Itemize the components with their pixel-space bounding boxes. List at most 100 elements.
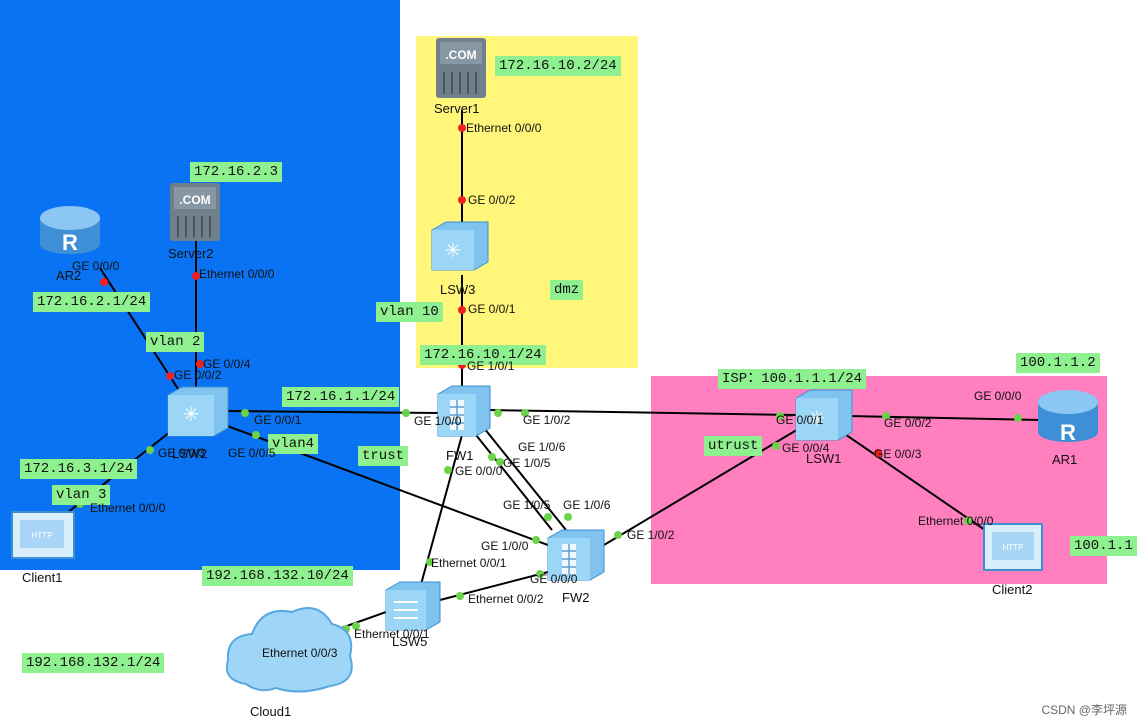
port-label: GE 1/0/6	[563, 498, 611, 512]
server2-badge: .COM	[179, 193, 210, 207]
port-dot	[874, 449, 882, 457]
link-ar2-lsw2	[99, 267, 181, 393]
untrust-zone-label: utrust	[704, 436, 763, 456]
fw1-trust-ip: 172.16.1.1/24	[282, 387, 400, 407]
client2-badge: HTTP	[1003, 543, 1024, 552]
lsw3-label: LSW3	[440, 282, 476, 297]
link-fw1-fw2-b	[483, 427, 567, 531]
svg-text:✳: ✳	[809, 406, 826, 430]
firewall-icon	[437, 385, 491, 437]
link-fw1-fw2-a	[471, 429, 553, 531]
svg-text:R: R	[1060, 420, 1076, 445]
port-label: GE 1/0/0	[414, 414, 462, 428]
port-dot	[521, 409, 529, 417]
port-label: GE 0/0/0	[974, 389, 1022, 403]
server2-label: Server2	[168, 246, 214, 261]
port-label: GE 1/0/2	[627, 528, 675, 542]
cloud-icon	[225, 607, 353, 693]
server-icon: .COM	[436, 38, 486, 98]
fw1-dmz-ip: 172.16.10.1/24	[420, 345, 546, 365]
switch-icon: ✳	[795, 389, 853, 441]
switch-icon: ✳	[431, 221, 489, 271]
client-icon: HTTP	[11, 511, 75, 559]
fw1-label: FW1	[446, 448, 474, 463]
vlan10-label: vlan 10	[376, 302, 443, 322]
port-dot	[146, 446, 154, 454]
watermark: CSDN @李坪源	[1041, 703, 1127, 717]
port-dot	[458, 124, 466, 132]
router-icon: R	[40, 206, 100, 255]
port-dot	[166, 372, 174, 380]
port-label: Ethernet 0/0/0	[199, 267, 275, 281]
link-lsw1-client2	[835, 427, 986, 531]
port-label: GE 0/0/5	[228, 446, 276, 460]
dmz-zone-label: dmz	[550, 280, 584, 300]
port-label: Ethernet 0/0/0	[466, 121, 542, 135]
client1-label: Client1	[22, 570, 63, 585]
port-dot	[196, 360, 204, 368]
svg-text:✳: ✳	[183, 402, 200, 426]
port-dot	[426, 558, 434, 566]
mgmt-fw-ip: 192.168.132.10/24	[202, 566, 353, 586]
switch-icon	[385, 581, 441, 631]
client2-label: Client2	[992, 582, 1033, 597]
port-dot	[488, 453, 496, 461]
port-label: GE 0/0/0	[530, 572, 578, 586]
server1-badge: .COM	[445, 48, 476, 62]
port-dot	[1014, 414, 1022, 422]
lsw5-label: LSW5	[392, 634, 428, 649]
port-label: Ethernet 0/0/0	[90, 501, 166, 515]
port-label: GE 1/0/2	[523, 413, 571, 427]
port-dot	[882, 412, 890, 420]
port-dot	[564, 513, 572, 521]
mgmt-cloud-ip: 192.168.132.1/24	[22, 653, 165, 673]
switch-icon: ✳	[167, 386, 229, 437]
port-label: Ethernet 0/0/3	[262, 646, 338, 660]
lsw1-label: LSW1	[806, 451, 842, 466]
port-dot	[536, 570, 544, 578]
port-dot	[614, 531, 622, 539]
port-label: GE 0/0/0	[455, 464, 503, 478]
router-icon: R	[1038, 390, 1098, 445]
server1-label: Server1	[434, 101, 480, 116]
port-dot	[241, 409, 249, 417]
port-dot	[494, 409, 502, 417]
link-lsw1-ar1	[847, 415, 1041, 421]
port-dot	[544, 513, 552, 521]
ar1-ip: 100.1.1.2	[1016, 353, 1100, 373]
port-dot	[456, 592, 464, 600]
port-dot	[402, 409, 410, 417]
port-label: GE 0/0/2	[468, 193, 516, 207]
client-icon: HTTP	[983, 523, 1043, 571]
port-dot	[964, 517, 972, 525]
isp-ip: ISP：100.1.1.1/24	[718, 369, 867, 389]
vlan3-label: vlan 3	[52, 485, 111, 505]
client2-ip: 100.1.1	[1070, 536, 1137, 556]
port-dot	[100, 278, 108, 286]
vlan4-label: vlan4	[268, 434, 319, 454]
server-icon: .COM	[170, 183, 220, 241]
link-fw2-lsw1	[603, 427, 801, 546]
cloud1-label: Cloud1	[250, 704, 292, 719]
svg-text:✳: ✳	[445, 238, 462, 262]
ar1-label: AR1	[1052, 452, 1078, 467]
port-label: Ethernet 0/0/2	[468, 592, 544, 606]
port-dot	[496, 458, 504, 466]
ar2-ip: 172.16.2.1/24	[33, 292, 151, 312]
port-label: GE 0/0/3	[874, 447, 922, 461]
port-label: GE 1/0/5	[503, 456, 551, 470]
lsw2-label: LSW2	[172, 446, 208, 461]
port-label: GE 1/0/0	[481, 539, 529, 553]
firewall-icon	[547, 529, 605, 581]
port-label: GE 0/0/0	[72, 259, 120, 273]
link-fw1-lsw1	[485, 409, 797, 416]
port-label: GE 0/0/1	[254, 413, 302, 427]
port-dot	[252, 431, 260, 439]
port-label: GE 1/0/5	[503, 498, 551, 512]
port-label: GE 0/0/1	[776, 413, 824, 427]
port-dot	[458, 196, 466, 204]
port-dot	[352, 622, 360, 630]
port-dot	[192, 272, 200, 280]
vlan2-label: vlan 2	[146, 332, 205, 352]
